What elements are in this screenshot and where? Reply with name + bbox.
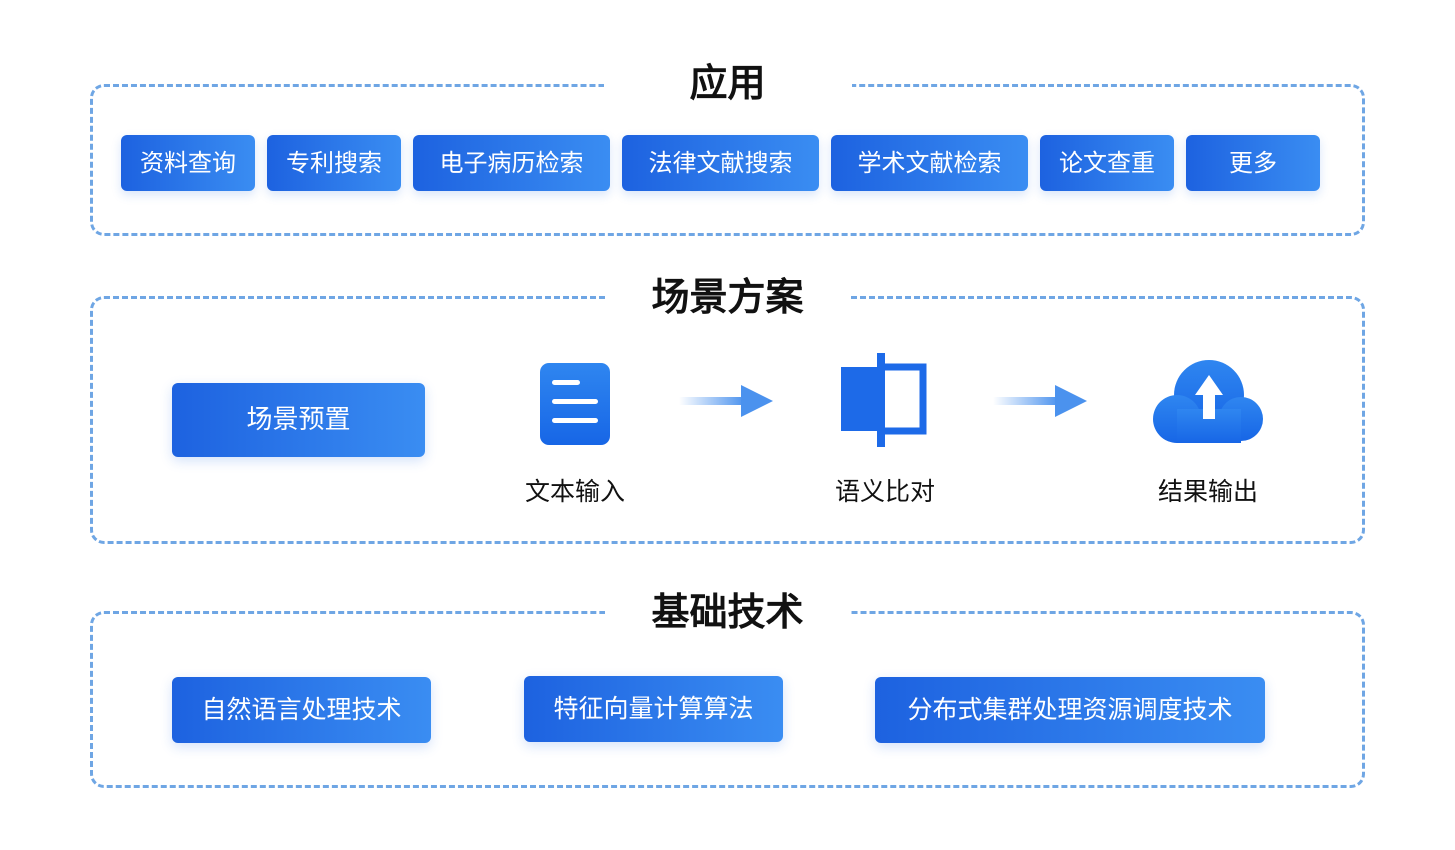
step-label-semantic-compare: 语义比对 [834, 477, 935, 506]
app-item-data-query[interactable]: 资料查询 [121, 135, 255, 191]
tech-item-vector-compute[interactable]: 特征向量计算算法 [524, 676, 783, 742]
app-item-plagiarism-check[interactable]: 论文查重 [1040, 135, 1174, 191]
step-label-text-input: 文本输入 [524, 477, 625, 506]
app-item-legal-search[interactable]: 法律文献搜索 [622, 135, 819, 191]
app-item-patent-search[interactable]: 专利搜索 [267, 135, 401, 191]
foundation-tech-section-title: 基础技术 [604, 586, 851, 638]
app-item-emr-retrieval[interactable]: 电子病历检索 [413, 135, 610, 191]
app-item-academic-retrieval[interactable]: 学术文献检索 [831, 135, 1028, 191]
compare-split-icon [841, 353, 929, 449]
app-item-more[interactable]: 更多 [1186, 135, 1320, 191]
cloud-upload-icon [1153, 357, 1265, 451]
tech-item-distributed-scheduling[interactable]: 分布式集群处理资源调度技术 [875, 677, 1265, 743]
application-section-title: 应用 [603, 57, 852, 109]
document-icon [538, 361, 612, 447]
scenario-section-title: 场景方案 [607, 271, 848, 323]
foundation-tech-section: 基础技术 自然语言处理技术 特征向量计算算法 分布式集群处理资源调度技术 [90, 586, 1365, 788]
flow-arrow-icon [679, 381, 775, 421]
tech-item-nlp[interactable]: 自然语言处理技术 [172, 677, 431, 743]
scenario-section: 场景方案 场景预置 文本输入 [90, 271, 1365, 544]
application-section: 应用 资料查询 专利搜索 电子病历检索 法律文献搜索 学术文献检索 论文查重 更… [90, 57, 1365, 236]
scenario-preset-button[interactable]: 场景预置 [172, 383, 425, 457]
step-label-result-output: 结果输出 [1157, 477, 1258, 506]
flow-arrow-icon [993, 381, 1089, 421]
